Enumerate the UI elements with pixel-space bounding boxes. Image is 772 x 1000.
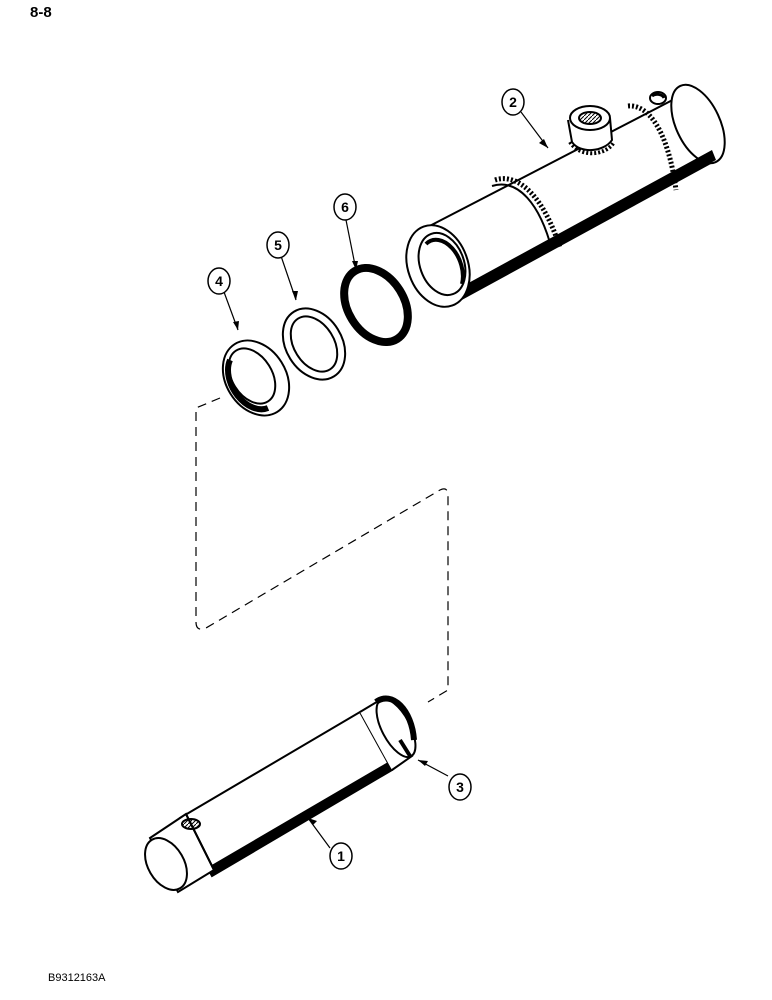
callout-3: 3: [448, 773, 472, 801]
callout-1-label: 1: [337, 848, 345, 864]
callout-6: 6: [333, 193, 357, 221]
callout-3-label: 3: [456, 779, 464, 795]
figure-code: B9312163A: [48, 972, 106, 984]
leader-arrowheads: [233, 139, 548, 825]
assembly-guide-dashed-line: [195, 397, 449, 703]
callout-2: 2: [501, 88, 525, 116]
callout-4-label: 4: [215, 273, 223, 289]
page-number: 8-8: [30, 4, 52, 21]
piston-rod: [144, 695, 417, 894]
callout-5-label: 5: [274, 237, 282, 253]
backup-ring: [281, 307, 347, 381]
callout-6-label: 6: [341, 199, 349, 215]
wear-ring: [221, 339, 291, 417]
cylinder-barrel: [405, 83, 726, 308]
callout-1: 1: [329, 842, 353, 870]
o-ring: [340, 263, 412, 347]
callout-5: 5: [266, 231, 290, 259]
callout-4: 4: [207, 267, 231, 295]
callout-2-label: 2: [509, 94, 517, 110]
